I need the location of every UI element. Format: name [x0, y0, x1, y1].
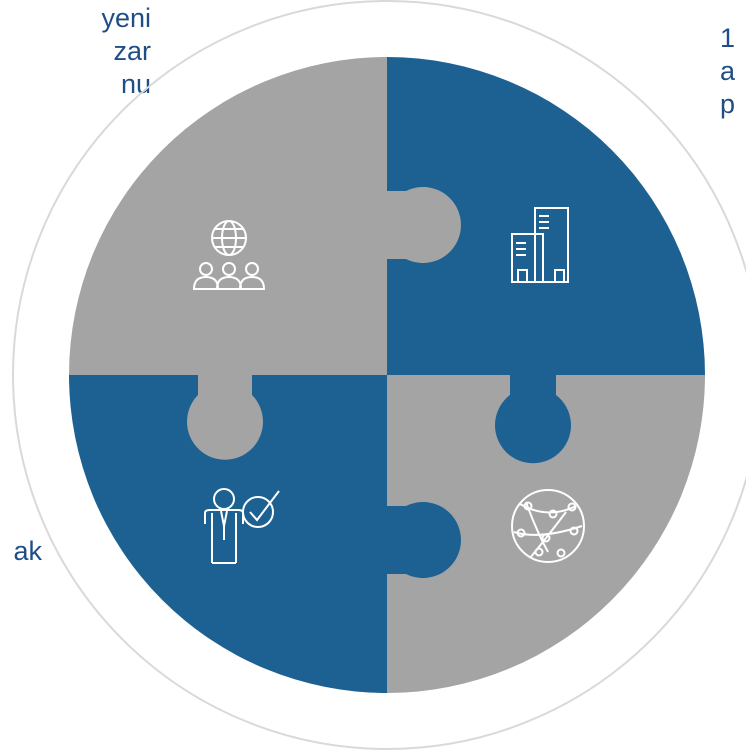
network-globe-icon: [511, 489, 585, 563]
text-line: a: [720, 56, 736, 86]
puzzle-knob-top: [387, 187, 461, 264]
puzzle-knob-right: [494, 374, 571, 464]
businessman-check-icon: [204, 488, 280, 564]
global-team-icon: [192, 220, 266, 290]
outer-ring: [12, 0, 746, 750]
puzzle-disc: [69, 57, 705, 693]
text-block-top-right: 1 a p: [720, 22, 735, 121]
text-line: zar: [113, 36, 151, 66]
puzzle-piece-top-left: [69, 57, 387, 375]
text-line: yeni: [101, 3, 151, 33]
puzzle-knob-left: [187, 374, 263, 460]
office-buildings-icon: [511, 207, 569, 283]
text-line: ak: [13, 536, 42, 566]
text-block-bottom-left: ak: [0, 535, 42, 568]
text-block-top-left: yeni zar nu: [0, 2, 151, 101]
text-line: 1: [720, 23, 736, 53]
text-line: p: [720, 89, 736, 119]
text-line: nu: [120, 69, 151, 99]
puzzle-knob-bottom: [387, 502, 461, 579]
